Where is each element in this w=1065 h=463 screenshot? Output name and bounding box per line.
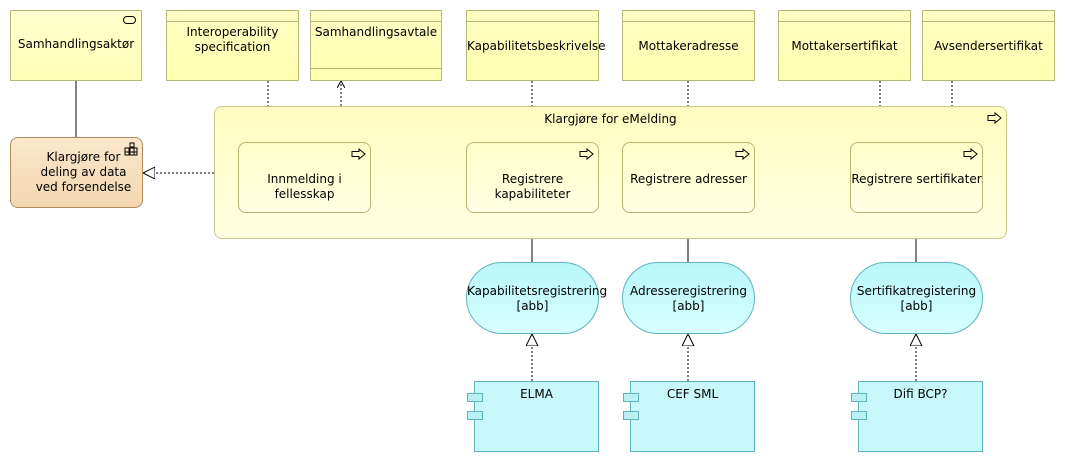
component-tab-icon	[623, 411, 639, 420]
application-service-kapabilitetsregistrering[interactable]: Kapabilitetsregistrering [abb]	[466, 262, 608, 334]
group-label: Klargjøre for eMelding	[544, 112, 677, 126]
process-label: Registrere kapabiliteter	[494, 172, 571, 201]
object-label: Mottakeradresse	[638, 39, 739, 53]
function-label: Klargjøre for deling av data ved forsend…	[35, 150, 132, 194]
process-arrow-icon	[351, 148, 366, 160]
application-component-elma[interactable]: ELMA	[467, 381, 599, 452]
component-label: ELMA	[520, 387, 553, 401]
data-object-kapabilitetsbeskrivelse[interactable]: Kapabilitetsbeskrivelse	[466, 10, 606, 81]
process-arrow-icon	[963, 148, 978, 160]
component-tab-icon	[467, 411, 483, 420]
process-label: Innmelding i fellesskap	[267, 172, 342, 201]
process-label: Registrere sertifikater	[851, 172, 982, 186]
object-label: Interoperability specification	[186, 25, 279, 54]
object-label: Kapabilitetsbeskrivelse	[467, 39, 606, 53]
business-function-klargjore[interactable]: Klargjøre for deling av data ved forsend…	[10, 137, 143, 208]
component-tab-icon	[623, 393, 639, 402]
process-arrow-icon	[987, 112, 1002, 124]
process-arrow-icon	[579, 148, 594, 160]
process-registrere-sertifikater[interactable]: Registrere sertifikater	[850, 142, 983, 213]
process-label: Registrere adresser	[630, 172, 747, 186]
component-label: Difi BCP?	[893, 387, 948, 401]
process-registrere-adresser[interactable]: Registrere adresser	[622, 142, 755, 213]
actor-label: Samhandlingsaktør	[17, 37, 135, 51]
service-tag: [abb]	[516, 299, 549, 313]
object-label: Mottakersertifikat	[791, 39, 898, 53]
application-service-sertifikatregistering[interactable]: Sertifikatregistering [abb]	[850, 262, 983, 334]
data-object-mottakeradresse[interactable]: Mottakeradresse	[622, 10, 755, 81]
component-tab-icon	[851, 393, 867, 402]
process-arrow-icon	[735, 148, 750, 160]
role-icon	[123, 16, 136, 24]
service-label: Kapabilitetsregistrering	[467, 284, 608, 298]
object-label: Avsendersertifikat	[934, 39, 1043, 53]
application-service-adresseregistrering[interactable]: Adresseregistrering [abb]	[622, 262, 755, 334]
function-icon	[124, 142, 138, 156]
business-actor-samhandlingsaktor[interactable]: Samhandlingsaktør	[10, 10, 142, 81]
service-tag: [abb]	[900, 299, 933, 313]
object-label: Samhandlingsavtale	[314, 25, 438, 39]
service-tag: [abb]	[672, 299, 705, 313]
data-object-interoperability-specification[interactable]: Interoperability specification	[166, 10, 299, 81]
application-component-cef-sml[interactable]: CEF SML	[623, 381, 755, 452]
component-tab-icon	[467, 393, 483, 402]
component-tab-icon	[851, 411, 867, 420]
process-innmelding-i-fellesskap[interactable]: Innmelding i fellesskap	[238, 142, 371, 213]
process-registrere-kapabiliteter[interactable]: Registrere kapabiliteter	[466, 142, 599, 213]
data-object-mottakersertifikat[interactable]: Mottakersertifikat	[778, 10, 911, 81]
data-object-avsendersertifikat[interactable]: Avsendersertifikat	[922, 10, 1055, 81]
service-label: Sertifikatregistering	[856, 284, 977, 298]
contract-samhandlingsavtale[interactable]: Samhandlingsavtale	[310, 10, 442, 81]
application-component-difi-bcp[interactable]: Difi BCP?	[851, 381, 983, 452]
component-label: CEF SML	[666, 387, 719, 401]
service-label: Adresseregistrering	[629, 284, 748, 298]
